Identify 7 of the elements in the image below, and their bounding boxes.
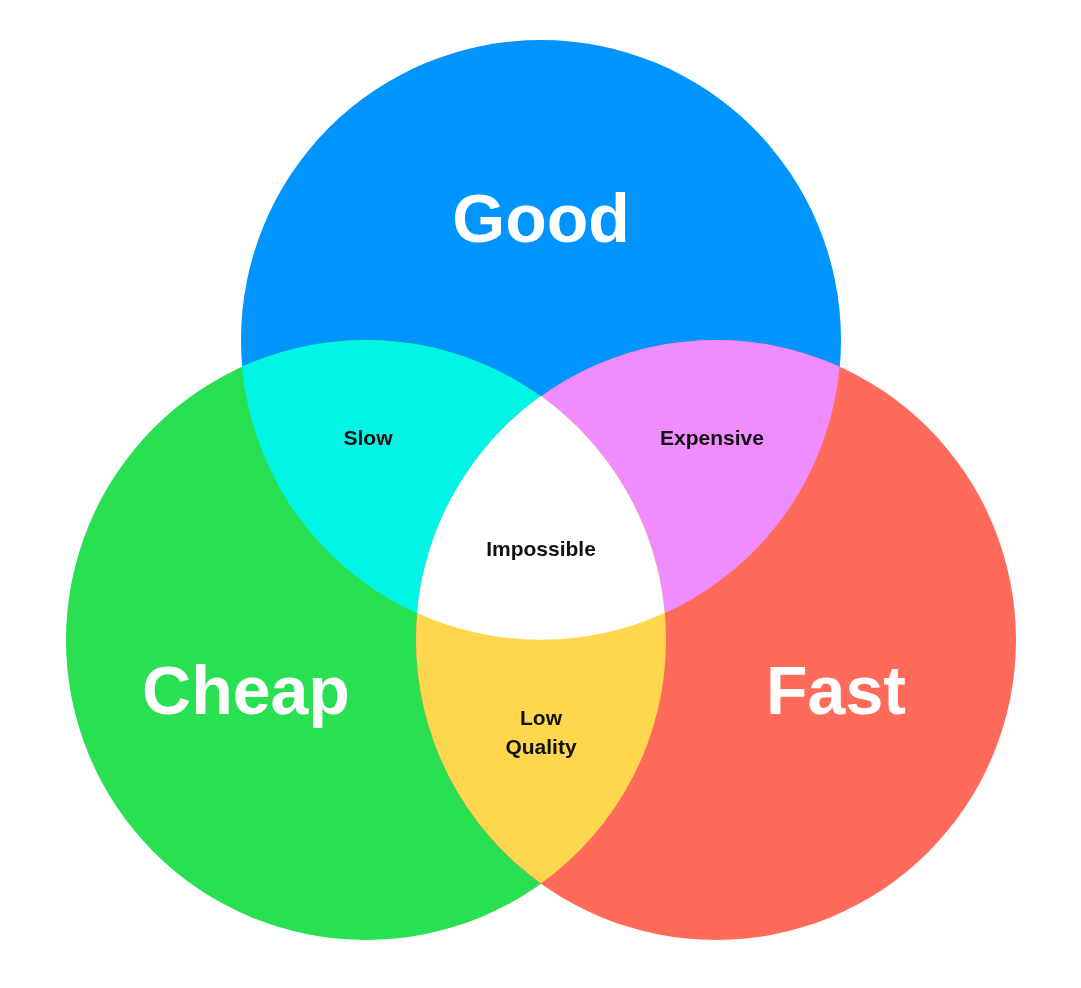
overlap-label: Low Quality (504, 705, 578, 760)
set-label: Fast (765, 651, 907, 729)
overlap-label: Slow (342, 424, 394, 451)
set-label: Good (451, 179, 631, 257)
overlap-label: Impossible (485, 535, 597, 562)
set-label: Cheap (141, 651, 351, 729)
overlap-label: Expensive (659, 424, 765, 451)
